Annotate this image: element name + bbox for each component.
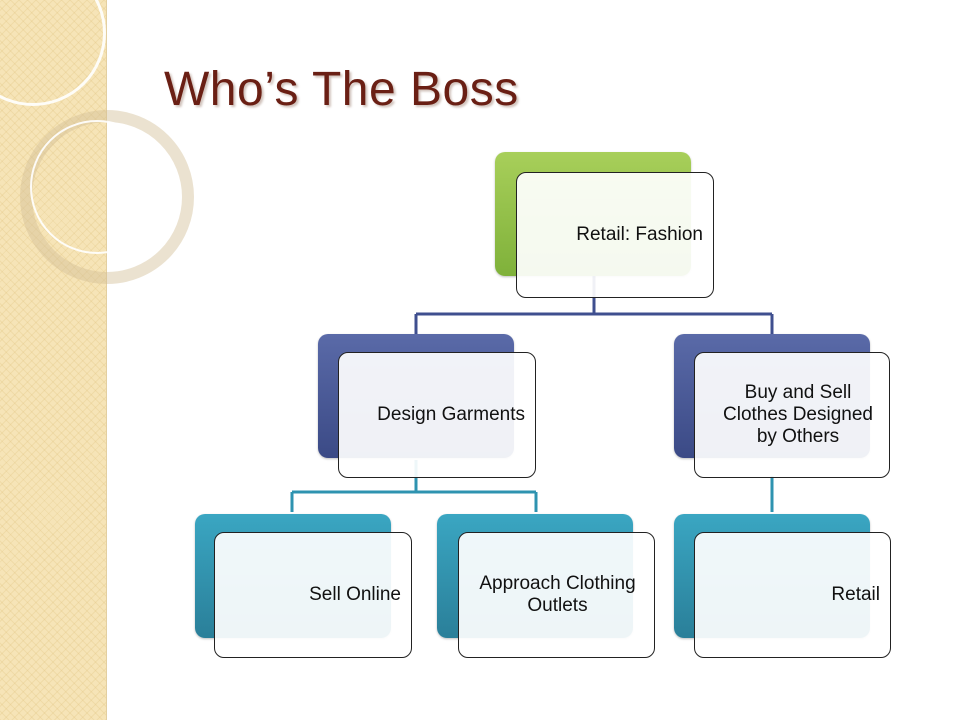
decorative-ring [0, 0, 106, 106]
leaf-right-1-label: Retail [831, 584, 880, 606]
root-node: Retail: Fashion [516, 172, 714, 298]
branch-left-node: Design Garments [338, 352, 536, 478]
branch-right-node: Buy and Sell Clothes Designed by Others [694, 352, 890, 478]
leaf-left-1-label: Sell Online [309, 584, 401, 606]
decorative-side-strip [0, 0, 194, 720]
leaf-right-1-node: Retail [694, 532, 891, 658]
root-node-label: Retail: Fashion [576, 224, 703, 246]
leaf-left-1-node: Sell Online [214, 532, 412, 658]
branch-right-label: Buy and Sell Clothes Designed by Others [723, 382, 873, 447]
decorative-ring [30, 120, 164, 254]
leaf-left-2-node: Approach Clothing Outlets [458, 532, 655, 658]
slide-title: Who’s The Boss [164, 63, 519, 116]
branch-left-label: Design Garments [377, 404, 525, 426]
leaf-left-2-label: Approach Clothing Outlets [479, 573, 636, 616]
